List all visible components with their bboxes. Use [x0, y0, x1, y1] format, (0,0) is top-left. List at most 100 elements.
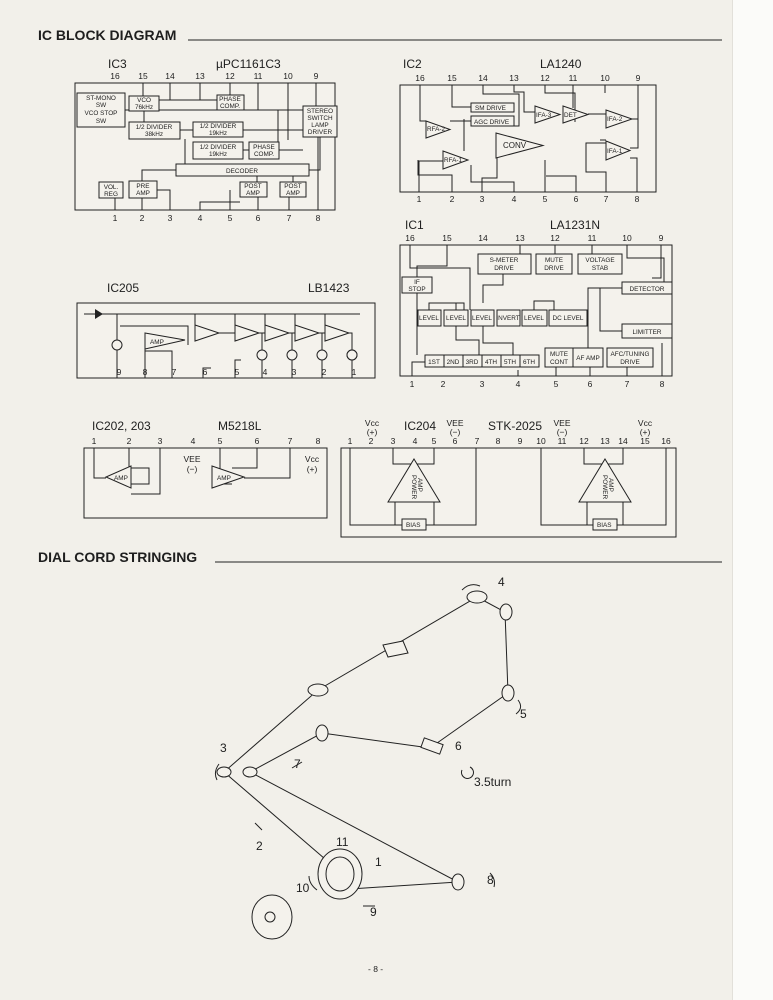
pin-number: 15 [447, 73, 457, 83]
diagram-label: PRE [136, 183, 149, 190]
diagram-label: BIAS [406, 522, 421, 529]
pin-number: 8 [660, 379, 665, 389]
diagram-line [294, 314, 323, 378]
diagram-line [216, 590, 515, 940]
pin-number: 15 [640, 436, 650, 446]
ic-part: LA1240 [540, 57, 582, 71]
diagram-line [417, 85, 639, 192]
pin-number: 9 [314, 71, 319, 81]
pulley-8 [451, 873, 465, 891]
diagram-line [192, 121, 244, 138]
diagram-label: AMP [246, 190, 260, 197]
ic-part: LB1423 [308, 281, 350, 295]
diagram-label: VEE [553, 418, 570, 428]
pin-number: 2 [322, 367, 327, 377]
pin-number: 7 [475, 436, 480, 446]
pin-number: 2 [140, 213, 145, 223]
diagram-label: 38kHz [145, 131, 163, 138]
pin-number: 7 [172, 367, 177, 377]
ic-ref: IC2 [403, 57, 422, 71]
pin-number: 10 [536, 436, 546, 446]
diagram-line [605, 140, 632, 161]
diagram-line [572, 347, 604, 368]
diagram-line [307, 683, 329, 697]
pin-number: 5 [218, 436, 223, 446]
diagram-label: PHASE [219, 96, 241, 103]
pin-number: 2 [450, 194, 455, 204]
dial-cord-heading: DIAL CORD STRINGING [38, 549, 197, 565]
diagram-label: (−) [450, 427, 461, 437]
diagram-label: REG [104, 191, 118, 198]
diagram-line [211, 465, 246, 489]
diagram-line [521, 309, 548, 327]
pin-number: 12 [225, 71, 235, 81]
diagram-label: VOL. [104, 184, 119, 191]
diagram-label: LEVEL [446, 315, 466, 322]
pin-number: 8 [316, 436, 321, 446]
pin-number: 13 [515, 233, 525, 243]
diagram-line [279, 181, 307, 198]
diagram-label: DRIVE [620, 359, 640, 366]
diagram-line [417, 309, 442, 327]
diagram-line [401, 276, 433, 294]
ic-part: STK-2025 [488, 419, 542, 433]
pin-number: 5 [554, 379, 559, 389]
diagram-label: DETECTOR [629, 286, 664, 293]
diagram-line [409, 245, 665, 376]
pin-number: 16 [661, 436, 671, 446]
diagram-label: 9 [370, 905, 377, 919]
diagram-line [264, 911, 276, 923]
diagram-label: 76kHz [135, 104, 153, 111]
diagram-line [577, 253, 623, 275]
ic-ref: IC205 [107, 281, 139, 295]
pin-number: 8 [316, 213, 321, 223]
diagram-label: 10 [296, 881, 310, 895]
diagram-label: AMP [607, 478, 614, 492]
pin-number: 1 [92, 436, 97, 446]
diagram-label: IFA-2 [607, 116, 623, 123]
diagram-line [111, 314, 358, 378]
pin-number: 3 [292, 367, 297, 377]
pin-number: 2 [369, 436, 374, 446]
pin-number: 6 [574, 194, 579, 204]
diagram-line [239, 181, 268, 198]
pin-number: 14 [478, 73, 488, 83]
pin-number: 9 [659, 233, 664, 243]
diagram-line [401, 253, 673, 368]
diagram-line [417, 85, 639, 192]
diagram-line [496, 309, 521, 327]
pin-number: 12 [579, 436, 589, 446]
pin-number: 7 [625, 379, 630, 389]
pin-number: 3 [391, 436, 396, 446]
diagram-label: 2ND [447, 359, 460, 366]
diagram-line [114, 83, 321, 210]
tuning-shaft-6 [420, 737, 444, 755]
diagram-label: DC LEVEL [553, 315, 584, 322]
diagram-line [621, 323, 673, 339]
pin-number: 2 [441, 379, 446, 389]
diagram-line [443, 309, 469, 327]
pin-number: 4 [512, 194, 517, 204]
diagram-label: (−) [557, 427, 568, 437]
diagram-label: AMP [114, 475, 128, 482]
diagram-label: STOP [408, 286, 425, 293]
ic-package [399, 84, 657, 193]
diagram-label: SW [96, 102, 107, 109]
pin-number: 16 [110, 71, 120, 81]
diagram-label: INVERT [496, 315, 519, 322]
pin-number: 4 [413, 436, 418, 446]
current-source-icon [316, 349, 328, 361]
diagram-line [302, 105, 338, 138]
diagram-label: Vcc [638, 418, 653, 428]
diagram-line [325, 856, 355, 892]
pin-number: 6 [203, 367, 208, 377]
diagram-label: SM DRIVE [475, 105, 506, 112]
diagram-line [216, 94, 245, 111]
